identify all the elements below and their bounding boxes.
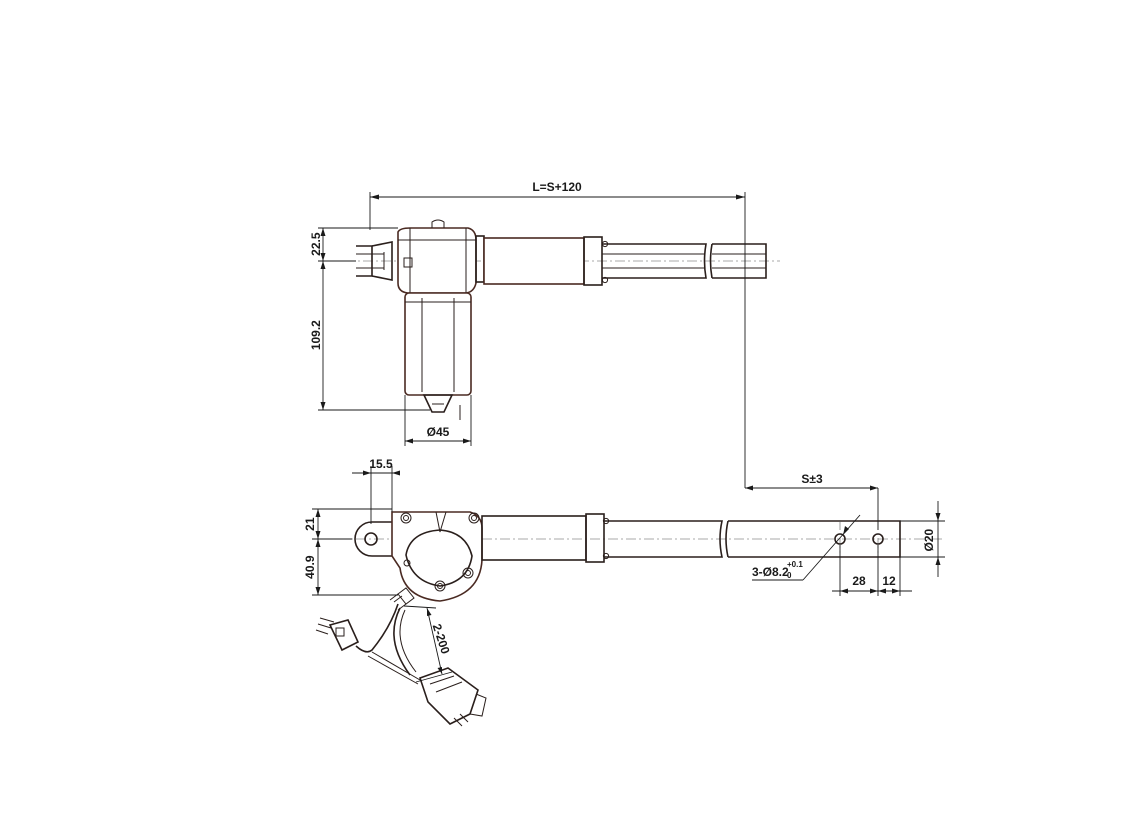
- bottom-40-9-label: 40.9: [303, 555, 317, 579]
- stroke-label: S±3: [801, 472, 823, 486]
- overall-length-label: L=S+120: [532, 180, 582, 194]
- rod-diameter-label: Ø20: [922, 528, 936, 551]
- cable-length-label: 2-200: [430, 622, 453, 656]
- motor-length-label: 109.2: [309, 320, 323, 350]
- spacing-12-label: 12: [882, 574, 896, 588]
- bottom-21-label: 21: [303, 517, 317, 531]
- offset-label: 15.5: [369, 457, 393, 471]
- side-view: [312, 466, 945, 727]
- spacing-28-label: 28: [852, 574, 866, 588]
- hole-spec-label: 3-Ø8.2: [752, 565, 789, 579]
- top-height-label: 22.5: [309, 232, 323, 256]
- motor-diameter-label: Ø45: [427, 425, 450, 439]
- top-view: [318, 192, 780, 488]
- hole-tol-upper-label: +0.1: [787, 560, 803, 569]
- hole-tol-lower-label: 0: [787, 571, 792, 580]
